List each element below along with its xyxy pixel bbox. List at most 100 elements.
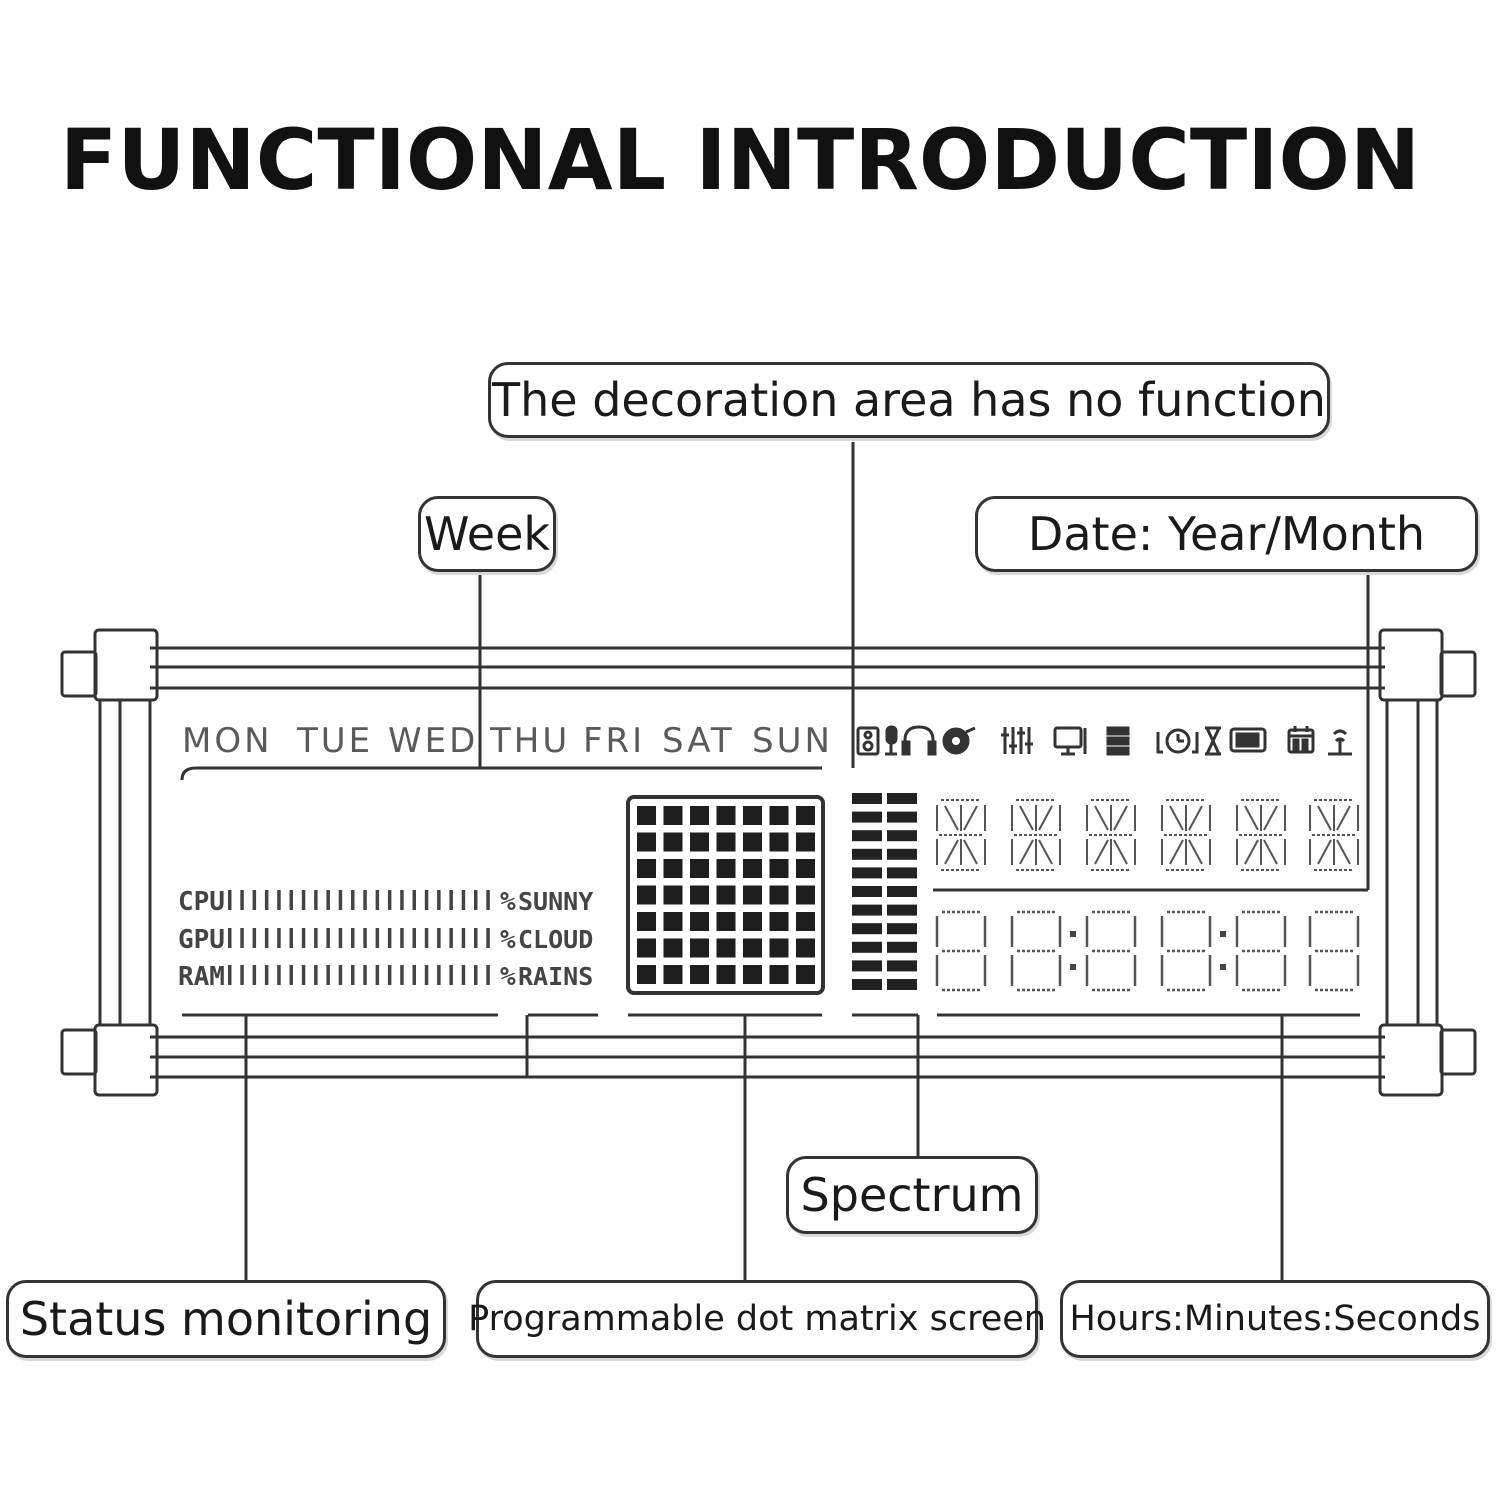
matrix-dot bbox=[663, 912, 683, 931]
status-bar-segment bbox=[437, 965, 441, 985]
decoration-icons bbox=[856, 725, 1352, 756]
monitor-icon bbox=[1053, 726, 1087, 756]
matrix-dot bbox=[663, 885, 683, 905]
matrix-dot bbox=[716, 832, 736, 852]
matrix-dot bbox=[637, 832, 656, 852]
weather-label: RAINS bbox=[518, 962, 593, 991]
status-bar-segment bbox=[301, 965, 306, 985]
time-digit bbox=[935, 910, 987, 992]
spectrum-bar-segment bbox=[887, 867, 917, 879]
weekday-thu: THU bbox=[489, 721, 570, 761]
battery-icon bbox=[1229, 727, 1267, 753]
status-bar-segment bbox=[449, 928, 453, 948]
matrix-dot bbox=[690, 912, 709, 931]
matrix-dot bbox=[769, 859, 789, 878]
dot-matrix-grid bbox=[637, 806, 815, 984]
status-unit: % bbox=[500, 887, 516, 917]
spectrum-bar-segment bbox=[852, 941, 882, 953]
status-bar-segment bbox=[289, 965, 293, 985]
spectrum-bar-segment bbox=[887, 830, 917, 842]
status-bar-segment bbox=[228, 890, 232, 910]
hourglass-icon bbox=[1205, 726, 1221, 756]
weekday-mon: MON bbox=[182, 721, 273, 761]
matrix-dot bbox=[743, 912, 762, 931]
weekday-sat: SAT bbox=[662, 721, 735, 761]
weekday-bracket bbox=[180, 766, 822, 781]
microphone-icon bbox=[885, 725, 898, 756]
status-bar-segment bbox=[228, 928, 232, 948]
date-digit bbox=[1086, 799, 1136, 871]
time-digit bbox=[1308, 910, 1360, 992]
status-bar-segment bbox=[474, 928, 478, 948]
spectrum-bar-segment bbox=[887, 886, 917, 897]
server-icon bbox=[1106, 726, 1130, 756]
matrix-dot bbox=[690, 859, 709, 878]
clock-icon bbox=[1156, 728, 1199, 754]
status-bar-segment bbox=[326, 965, 330, 985]
time-colon-dot bbox=[1220, 931, 1226, 937]
status-bar-segment bbox=[387, 890, 392, 910]
status-bar-segment bbox=[437, 928, 441, 948]
time-digit bbox=[1160, 910, 1212, 992]
matrix-dot bbox=[637, 885, 656, 905]
status-row-cpu: CPU%SUNNY bbox=[178, 887, 593, 917]
date-digit bbox=[936, 799, 986, 871]
matrix-dot bbox=[716, 885, 736, 905]
date-digit bbox=[1236, 799, 1286, 871]
status-bar-segment bbox=[240, 928, 244, 948]
status-bar-segment bbox=[375, 965, 380, 985]
matrix-dot bbox=[769, 938, 789, 958]
matrix-dot bbox=[743, 885, 762, 905]
status-bar-segment bbox=[486, 890, 490, 910]
status-bar-segment bbox=[412, 890, 416, 910]
matrix-dot bbox=[769, 965, 789, 984]
callout-decoration-area: The decoration area has no function bbox=[488, 362, 1330, 438]
spectrum-bar-segment bbox=[852, 923, 882, 935]
time-colon-dot bbox=[1070, 964, 1076, 970]
status-label: RAM bbox=[178, 962, 225, 992]
status-row-ram: RAM%RAINS bbox=[178, 962, 593, 992]
weekday-sun: SUN bbox=[752, 721, 833, 761]
status-bar-segment bbox=[461, 965, 466, 985]
date-digit-display bbox=[936, 799, 1359, 871]
spectrum-bar-segment bbox=[887, 848, 917, 860]
matrix-dot bbox=[690, 885, 709, 905]
matrix-dot bbox=[637, 938, 656, 958]
page-title: FUNCTIONAL INTRODUCTION bbox=[59, 111, 1421, 209]
matrix-dot bbox=[796, 859, 815, 878]
headphones-icon bbox=[901, 725, 937, 756]
time-digit bbox=[1010, 910, 1062, 992]
status-bar-segment bbox=[412, 928, 416, 948]
spectrum-bar-segment bbox=[852, 811, 882, 823]
spectrum-bar-segment bbox=[852, 960, 882, 972]
matrix-dot bbox=[796, 832, 815, 852]
callout-leader-lines bbox=[244, 442, 1370, 1282]
matrix-dot bbox=[663, 938, 683, 958]
matrix-dot bbox=[690, 806, 709, 825]
callout-time: Hours:Minutes:Seconds bbox=[1060, 1280, 1490, 1358]
status-bar-segment bbox=[277, 965, 281, 985]
status-bar-segment bbox=[363, 928, 367, 948]
status-bar-segment bbox=[461, 890, 466, 910]
status-bar-segment bbox=[252, 965, 257, 985]
status-bar-segment bbox=[314, 965, 318, 985]
matrix-dot bbox=[716, 965, 736, 984]
status-bar-segment bbox=[338, 890, 343, 910]
status-bar-segment bbox=[400, 928, 404, 948]
status-bar-segment bbox=[289, 890, 293, 910]
status-bar-segment bbox=[314, 928, 318, 948]
status-bar-segment bbox=[338, 965, 343, 985]
status-bar-segment bbox=[375, 928, 380, 948]
matrix-dot bbox=[716, 912, 736, 931]
matrix-dot bbox=[743, 938, 762, 958]
status-bar-segment bbox=[264, 965, 269, 985]
matrix-dot bbox=[663, 965, 683, 984]
spectrum-bar-segment bbox=[852, 867, 882, 879]
matrix-dot bbox=[743, 859, 762, 878]
matrix-dot bbox=[690, 832, 709, 852]
callout-date: Date: Year/Month bbox=[975, 496, 1478, 572]
callout-status-monitoring: Status monitoring bbox=[6, 1280, 446, 1358]
status-bar-segment bbox=[363, 965, 367, 985]
